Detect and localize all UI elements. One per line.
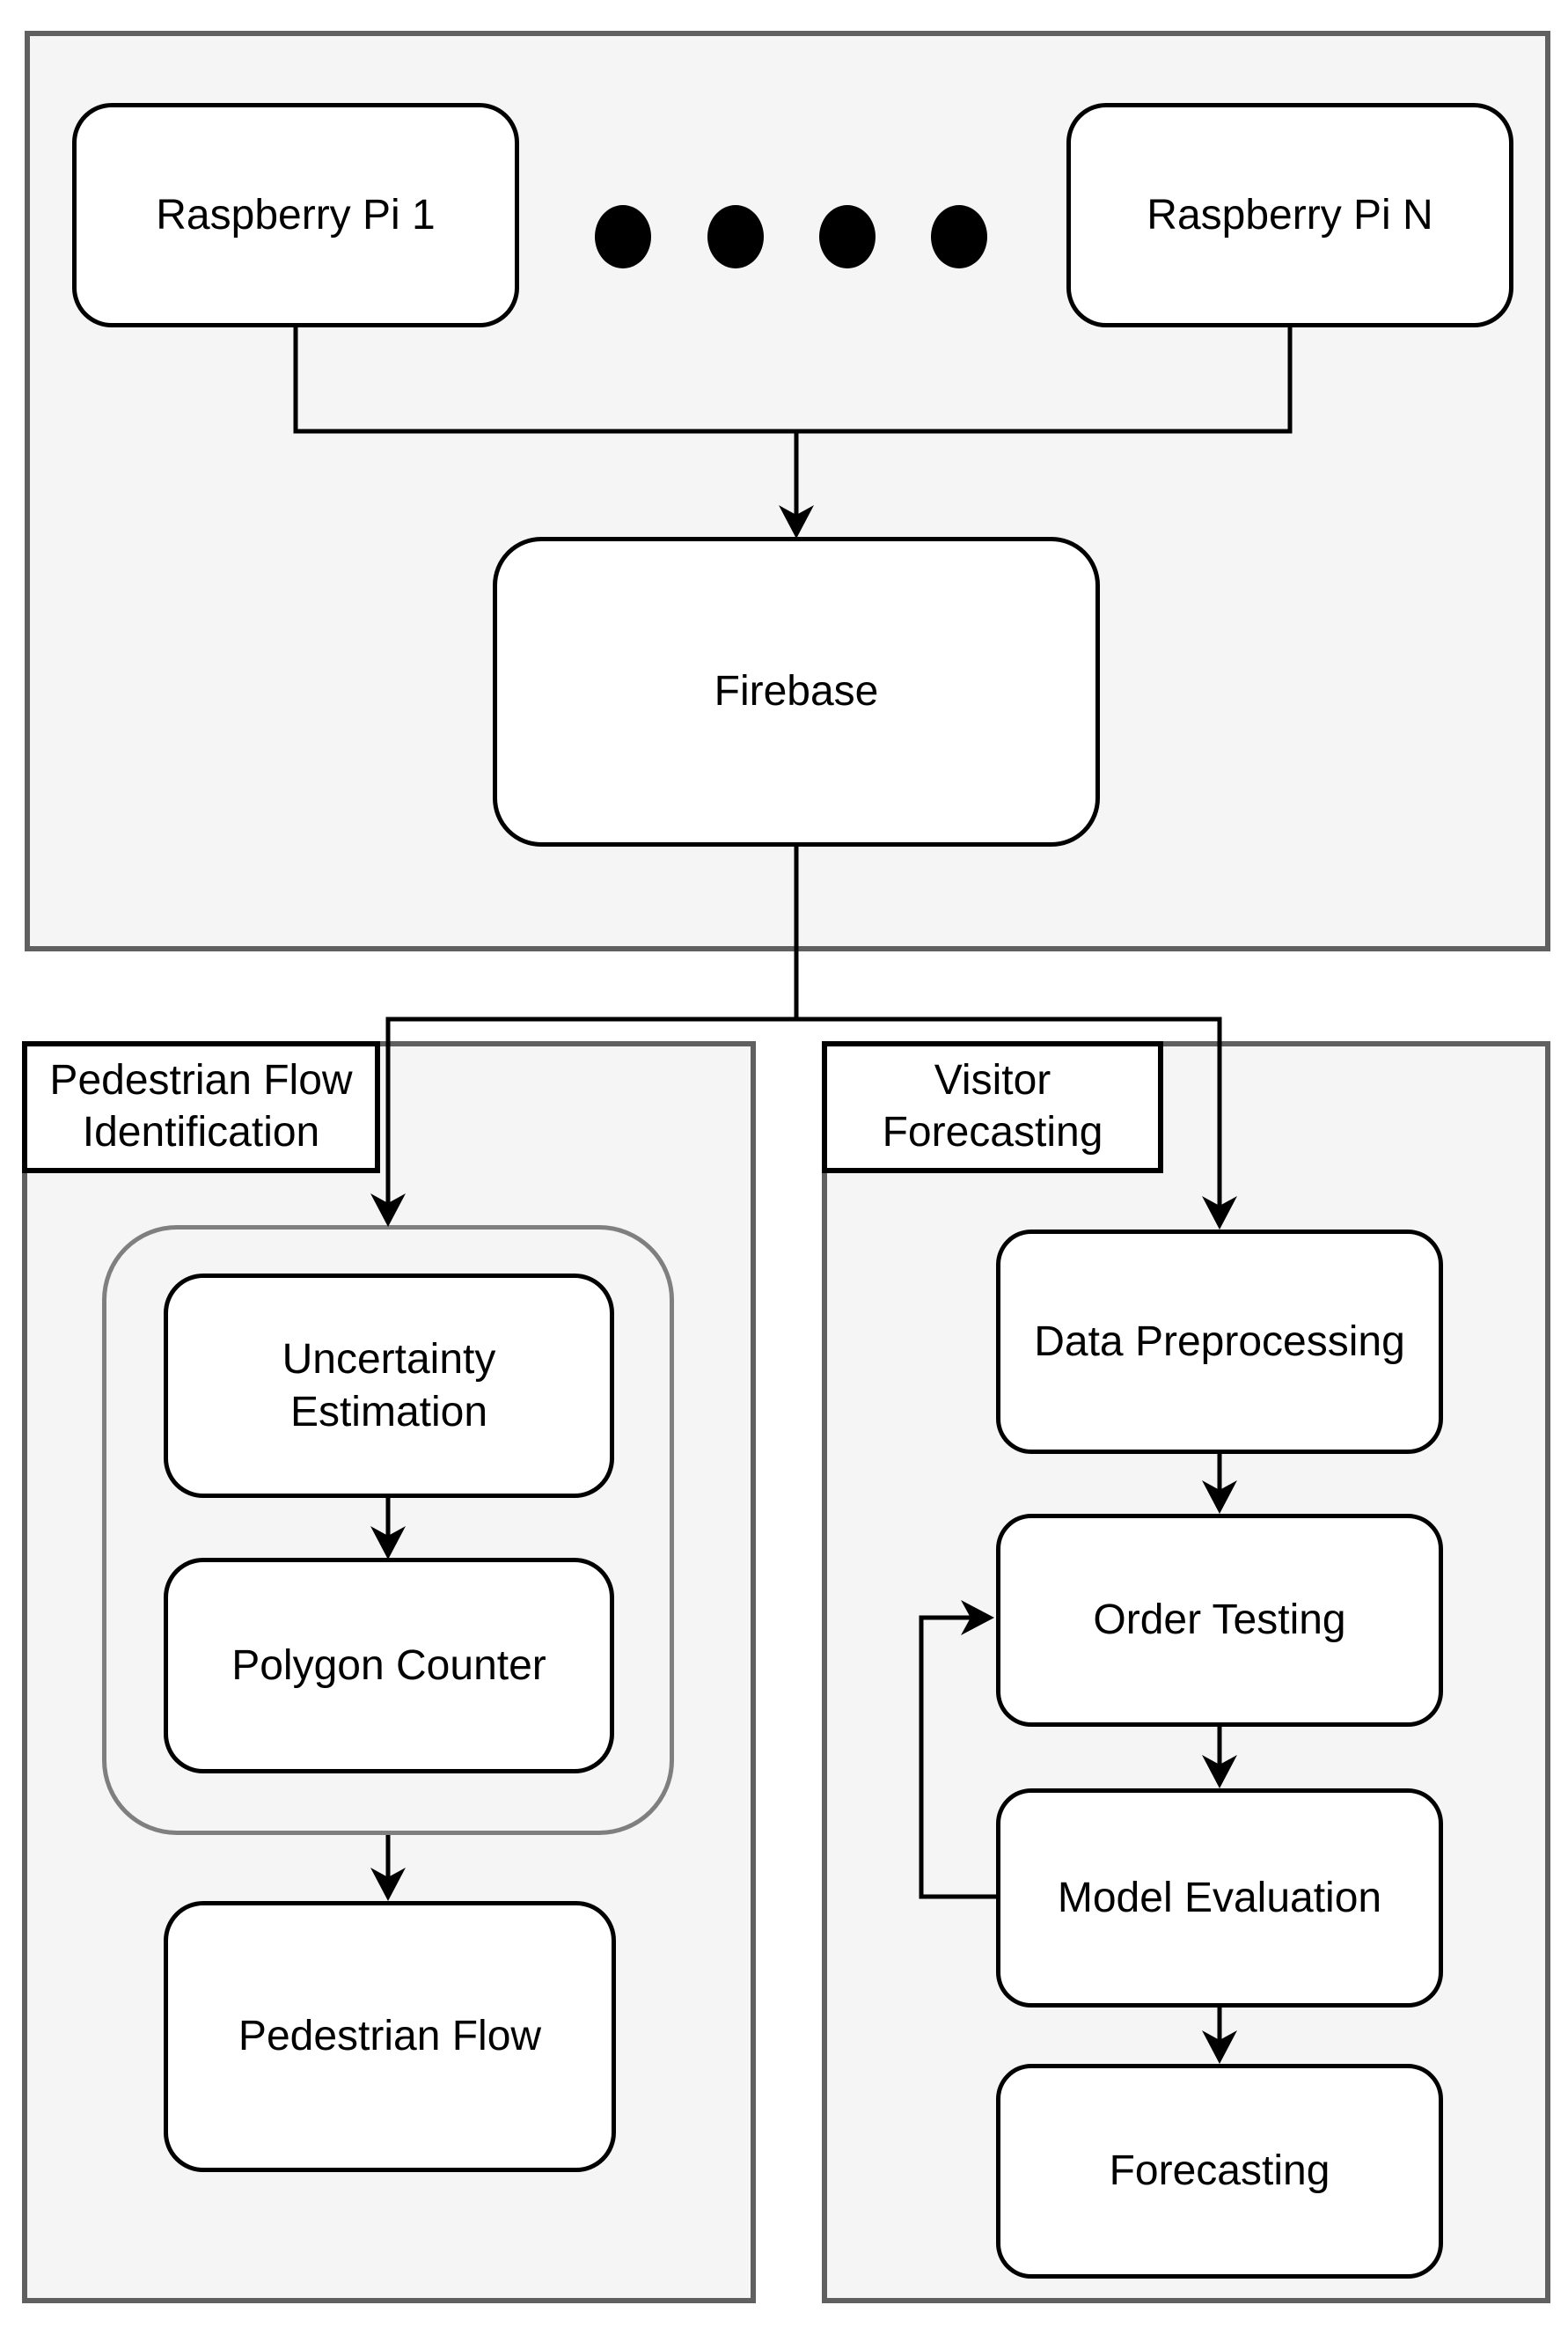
node-uncertainty-estimation: Uncertainty Estimation [164,1274,614,1498]
node-data-preprocessing: Data Preprocessing [996,1230,1443,1454]
node-forecasting: Forecasting [996,2064,1443,2279]
node-model-evaluation: Model Evaluation [996,1788,1443,2008]
node-order-testing: Order Testing [996,1514,1443,1727]
right-section-title: Visitor Forecasting [822,1041,1163,1173]
left-section-title: Pedestrian Flow Identification [22,1041,380,1173]
node-polygon-counter: Polygon Counter [164,1558,614,1773]
node-raspberry-pi-1: Raspberry Pi 1 [72,103,519,327]
node-raspberry-pi-n: Raspberry Pi N [1066,103,1513,327]
node-pedestrian-flow: Pedestrian Flow [164,1901,616,2172]
node-firebase: Firebase [493,537,1100,847]
